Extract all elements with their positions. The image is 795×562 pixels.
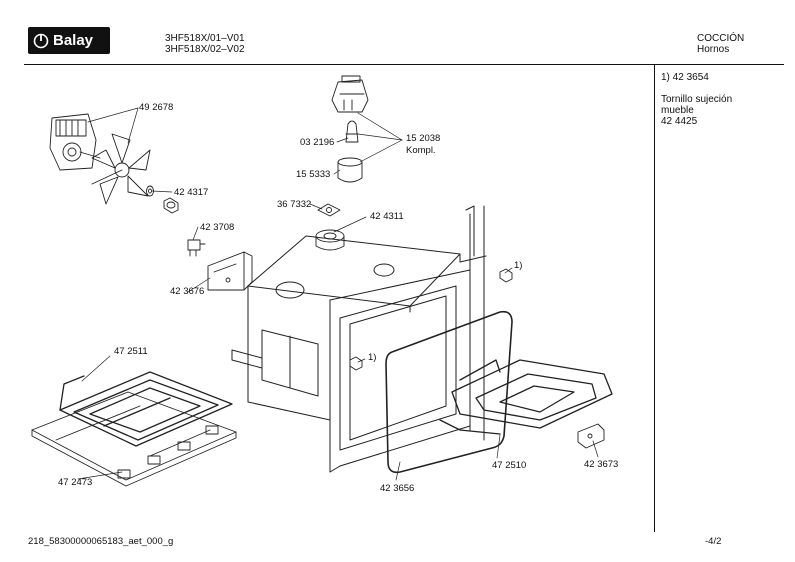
notes-divider [654,64,655,532]
screw-1b [349,356,363,371]
label-42-4311: 42 4311 [370,211,404,222]
switch-423708 [187,239,206,257]
label-36-7332: 36 7332 [277,199,312,210]
document-code: 218_58300000065183_aet_000_g [28,536,174,547]
clip-367332 [317,203,341,217]
bracket-423676 [207,251,253,291]
label-47-2473: 47 2473 [58,477,93,488]
label-47-2510: 47 2510 [492,460,527,471]
lamp-cover [337,157,363,183]
note-desc-line-2: mueble [661,105,694,116]
category-title: COCCIÓN [697,33,745,44]
label-kompl: Kompl. [406,145,436,156]
note-desc-line-1: Tornillo sujeción [661,94,733,105]
label-47-2511: 47 2511 [114,346,148,357]
label-42-3676: 42 3676 [170,286,205,297]
door-seal-423656 [385,310,513,474]
washer [146,185,154,197]
lamp-socket-424311 [315,229,345,251]
brand-logo: Balay [28,27,110,54]
fan-blade [91,133,151,205]
lamp-bulb [345,120,359,143]
bracket-423673 [577,423,605,449]
note-desc-line-3: 42 4425 [661,116,698,127]
fan-motor [49,113,101,171]
category-subtitle: Hornos [697,44,730,55]
label-42-3656: 42 3656 [380,483,415,494]
model-number-1: 3HF518X/01–V01 [165,33,245,44]
label-ref-1b: 1) [368,352,377,363]
label-03-2196: 03 2196 [300,137,335,148]
label-15-2038: 15 2038 [406,133,441,144]
label-42-3708: 42 3708 [200,222,235,233]
grill-element-472511 [59,371,233,447]
label-42-3673: 42 3673 [584,459,619,470]
label-42-4317: 42 4317 [174,187,209,198]
oven-cavity [231,205,487,473]
page-number: -4/2 [705,536,722,547]
grill-tray-472473 [31,391,237,487]
nut-424317 [163,197,179,214]
lamp-housing [331,75,369,113]
screw-1a [499,268,513,283]
label-49-2678: 49 2678 [139,102,174,113]
label-ref-1a: 1) [514,260,523,271]
label-15-5333: 15 5333 [296,169,331,180]
power-icon [33,33,49,48]
note-reference: 1) 42 3654 [661,72,709,83]
header-divider [24,64,784,65]
model-number-2: 3HF518X/02–V02 [165,44,245,55]
heating-element-472510 [439,359,613,435]
brand-name: Balay [53,32,94,49]
